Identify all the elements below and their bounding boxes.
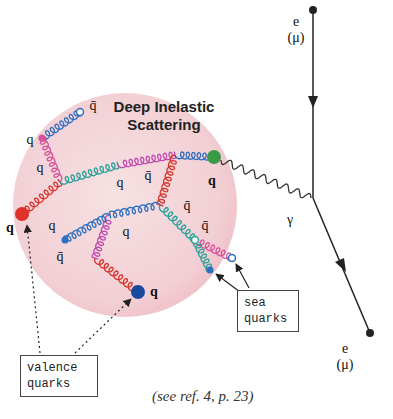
quark-label: q	[27, 132, 34, 148]
electron-arrow	[335, 258, 346, 272]
leader-line	[75, 299, 131, 353]
diagram-title: Deep Inelastic Scattering	[98, 98, 230, 134]
quark-label: q	[150, 284, 158, 300]
photon-group	[221, 160, 311, 198]
leader-line	[27, 225, 40, 353]
quark-label: q	[208, 173, 216, 189]
photon-line	[221, 160, 311, 198]
quark-label: q̄	[184, 198, 191, 214]
proton	[13, 93, 237, 317]
electron-dot	[309, 6, 317, 14]
gluon-group	[22, 109, 234, 294]
quark-label: q	[6, 220, 14, 236]
electron-line	[313, 198, 370, 333]
gluon-line	[118, 152, 176, 168]
particle-label: e (μ)	[285, 14, 307, 46]
label-box: sea quarks	[237, 290, 299, 332]
gluon-line	[64, 214, 110, 244]
box-text: valence quarks	[27, 360, 91, 392]
gluon-line	[159, 205, 197, 242]
valence-quark	[131, 285, 145, 299]
sea-quark	[62, 237, 69, 244]
sea-antiquark	[77, 109, 84, 116]
electron-dot	[366, 329, 374, 337]
quark-label: q	[37, 160, 44, 176]
quark-label: q̄	[90, 98, 97, 114]
sea-antiquark	[229, 255, 236, 262]
quark-label: q̄	[57, 249, 64, 265]
sea-quark	[39, 135, 46, 142]
gluon-line	[109, 202, 160, 218]
gluon-line	[92, 215, 111, 259]
particle-label: e (μ)	[334, 341, 356, 373]
gluon-line	[22, 179, 62, 214]
quark-label: q̄	[145, 168, 152, 184]
photon-label: γ	[287, 212, 293, 228]
gluon-line	[42, 109, 82, 139]
quark-label: q	[49, 218, 56, 234]
gluon-line	[39, 137, 62, 182]
leader-line	[236, 264, 249, 288]
sea-quark	[207, 267, 214, 274]
valence-quark	[15, 207, 29, 221]
gluon-line	[60, 162, 119, 185]
quark-label: q	[117, 175, 124, 191]
valence-quark	[207, 150, 221, 164]
quark-label: q	[123, 224, 130, 240]
box-text: sea quarks	[244, 295, 292, 327]
quark-label: q̄	[202, 218, 209, 234]
electron-arrow	[308, 96, 318, 108]
reference-caption: (see ref. 4, p. 23)	[152, 388, 254, 405]
gluon-line	[157, 155, 176, 206]
label-box: valence quarks	[20, 355, 98, 397]
sea-antiquark	[192, 237, 199, 244]
